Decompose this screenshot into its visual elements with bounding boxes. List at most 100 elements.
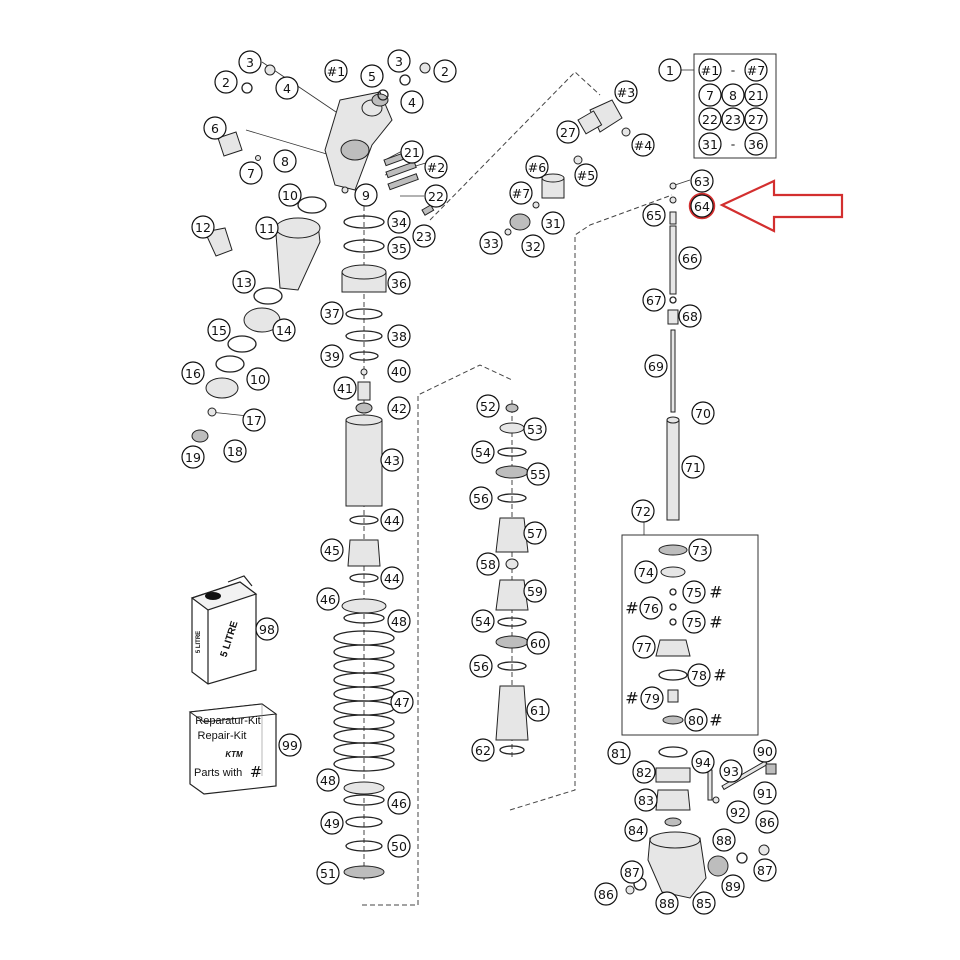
callout-label: 56 <box>473 491 489 506</box>
callout-label: 68 <box>682 309 698 324</box>
callout-circle <box>698 132 722 156</box>
callout-circle <box>387 609 411 633</box>
callout-label: 38 <box>391 329 407 344</box>
callout-c61: 61 <box>526 698 550 722</box>
legend-dash-a: - <box>731 63 736 78</box>
callout-circle <box>255 617 279 641</box>
repair-kit-line2: Repair-Kit <box>198 730 247 742</box>
callout-label: 23 <box>725 112 741 127</box>
callout-k31: 31 <box>698 132 722 156</box>
callout-circle <box>246 367 270 391</box>
callout-c46a: 46 <box>316 587 340 611</box>
callout-label: 6 <box>211 121 219 136</box>
callout-c84: 84 <box>624 818 648 842</box>
callout-circle <box>207 318 231 342</box>
callout-label: 1 <box>666 63 674 78</box>
callout-label: 89 <box>725 879 741 894</box>
callout-circle <box>719 759 743 783</box>
callout-label: 37 <box>324 306 340 321</box>
callout-c37: 37 <box>320 301 344 325</box>
callout-circle <box>755 810 779 834</box>
callout-label: 66 <box>682 251 698 266</box>
callout-c18: 18 <box>223 439 247 463</box>
callout-circle <box>691 401 715 425</box>
callout-circle <box>678 246 702 270</box>
callout-circle <box>523 579 547 603</box>
callout-c53: 53 <box>523 417 547 441</box>
callout-label: 32 <box>525 239 541 254</box>
callout-label: 55 <box>530 467 546 482</box>
callout-circle <box>712 828 736 852</box>
callout-c4b: 4 <box>400 90 424 114</box>
callout-c89: 89 <box>721 874 745 898</box>
callout-label: 7 <box>247 166 255 181</box>
callout-label: 39 <box>324 349 340 364</box>
callout-circle <box>400 90 424 114</box>
callout-circle <box>631 499 655 523</box>
callout-label: 31 <box>702 137 718 152</box>
callout-circle <box>753 858 777 882</box>
callout-circle <box>642 203 666 227</box>
callout-label: 62 <box>475 743 491 758</box>
callout-circle <box>744 107 768 131</box>
callout-circle <box>390 690 414 714</box>
legend-dash-b: - <box>731 137 736 152</box>
callout-circle <box>620 860 644 884</box>
callout-label: 87 <box>624 865 640 880</box>
callout-circle <box>424 155 448 179</box>
callout-c94: 94 <box>691 750 715 774</box>
callout-c80: 80 <box>684 708 708 732</box>
callout-circle <box>387 396 411 420</box>
repair-kit-line1: Reparatur-Kit <box>195 715 260 727</box>
callout-c22: 22 <box>424 184 448 208</box>
callout-k36: 36 <box>744 132 768 156</box>
callout-circle <box>744 58 768 82</box>
callout-c78: 78 <box>687 663 711 687</box>
callout-c15: 15 <box>207 318 231 342</box>
callout-circle <box>721 83 745 107</box>
callout-c93: 93 <box>719 759 743 783</box>
kit-contents-legend: - - <box>681 53 777 159</box>
callout-label: #5 <box>577 168 595 183</box>
callout-label: 2 <box>441 64 449 79</box>
callout-circle <box>214 70 238 94</box>
callout-c68: 68 <box>678 304 702 328</box>
callout-circle <box>387 271 411 295</box>
callout-c82: 82 <box>632 760 656 784</box>
callout-label: 31 <box>545 216 561 231</box>
callout-label: 33 <box>483 236 499 251</box>
callout-c3a: 3 <box>238 50 262 74</box>
callout-label: 91 <box>757 786 773 801</box>
reservoir-head-assembly <box>191 62 435 443</box>
callout-c48b: 48 <box>316 768 340 792</box>
callout-circle <box>726 800 750 824</box>
callout-c88b: 88 <box>655 891 679 915</box>
callout-label: 88 <box>716 833 732 848</box>
callout-c33: 33 <box>479 231 503 255</box>
callout-label: 85 <box>696 896 712 911</box>
callout-label: 78 <box>691 668 707 683</box>
callout-c73: 73 <box>688 538 712 562</box>
callout-label: 2 <box>222 75 230 90</box>
callout-label: 57 <box>527 526 543 541</box>
callout-label: 51 <box>320 866 336 881</box>
callout-c44a: 44 <box>380 508 404 532</box>
callout-label: 43 <box>384 453 400 468</box>
callout-label: 4 <box>408 95 416 110</box>
callout-label: 73 <box>692 543 708 558</box>
hash-mark-78: # <box>713 666 726 685</box>
callout-circle <box>753 781 777 805</box>
callout-label: 86 <box>598 887 614 902</box>
callout-circle <box>232 270 256 294</box>
repair-kit-parts-with: Parts with <box>194 767 242 779</box>
callout-circle <box>181 361 205 385</box>
callout-c59: 59 <box>523 579 547 603</box>
callout-circle <box>688 538 712 562</box>
callout-circle <box>272 318 296 342</box>
callout-label: 79 <box>644 691 660 706</box>
callout-c14: 14 <box>272 318 296 342</box>
callout-circle <box>433 59 457 83</box>
callout-c32: 32 <box>521 234 545 258</box>
compression-adjuster-parts <box>504 99 631 236</box>
callout-label: 12 <box>195 220 211 235</box>
